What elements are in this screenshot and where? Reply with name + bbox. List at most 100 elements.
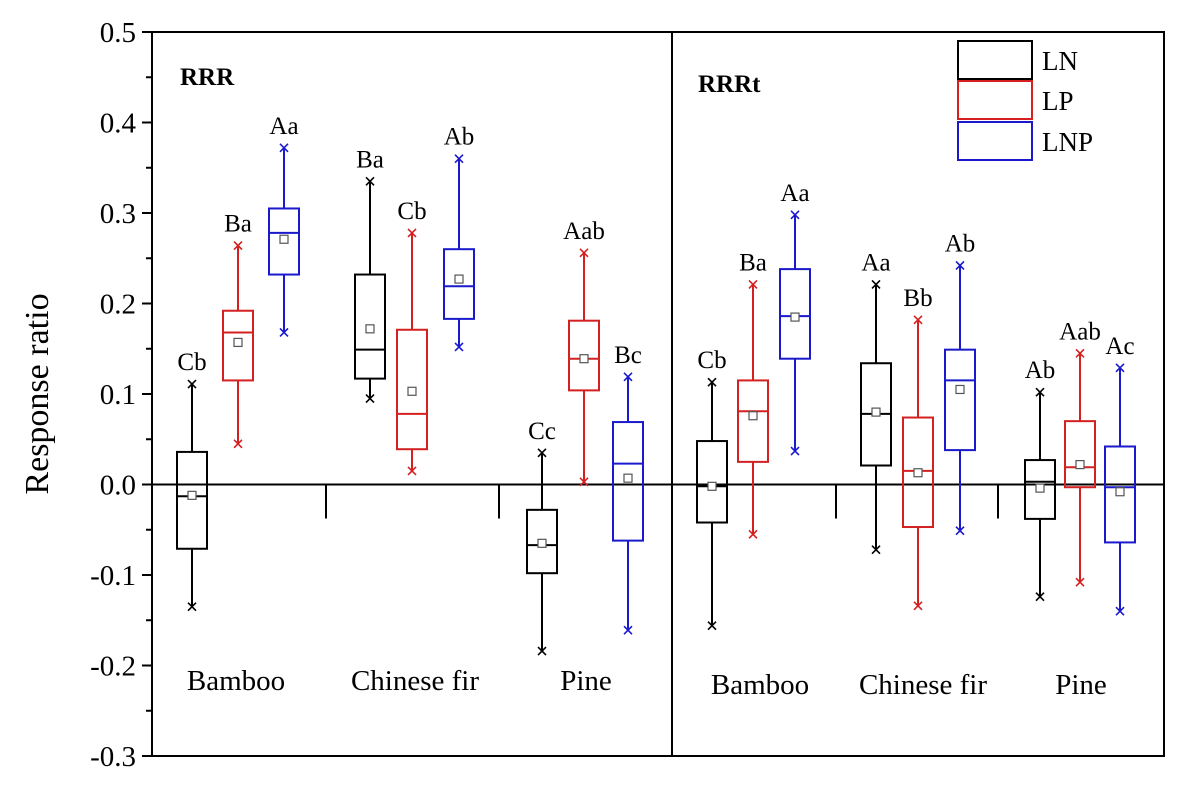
iqr-box — [526, 508, 558, 575]
axes-layer — [142, 31, 1165, 757]
mean-marker — [871, 407, 881, 417]
significance-label: Aab — [1059, 318, 1101, 345]
legend-label: LN — [1042, 46, 1078, 76]
significance-label: Ab — [1025, 357, 1056, 384]
mean-marker — [955, 384, 965, 395]
box-ln — [354, 176, 386, 404]
max-marker — [454, 154, 464, 164]
panel-title: RRR — [180, 64, 235, 91]
significance-label: Bb — [903, 285, 932, 312]
category-label: Bamboo — [187, 665, 285, 697]
max-marker — [790, 210, 800, 220]
iqr-box — [902, 416, 934, 529]
iqr-box — [222, 309, 254, 382]
min-marker — [187, 602, 197, 612]
mean-marker — [707, 481, 717, 491]
significance-label: Cb — [177, 349, 206, 376]
max-marker — [187, 379, 197, 389]
legend-swatch — [957, 80, 1033, 120]
mean-marker — [407, 386, 417, 396]
box-lnp — [944, 260, 976, 536]
mean-marker — [454, 274, 464, 284]
min-marker — [871, 545, 881, 555]
min-marker — [279, 327, 289, 338]
max-marker — [407, 228, 417, 238]
min-marker — [233, 439, 243, 449]
mean-marker — [279, 234, 289, 244]
iqr-box — [1064, 420, 1096, 489]
marks-layer — [176, 143, 1136, 656]
max-marker — [955, 260, 965, 271]
max-marker — [365, 176, 375, 186]
max-marker — [1075, 348, 1085, 358]
category-label: Bamboo — [711, 669, 809, 701]
box-lp — [568, 248, 600, 487]
mean-marker — [623, 473, 633, 483]
category-label: Pine — [560, 665, 612, 697]
y-tick-label: -0.1 — [90, 560, 136, 592]
iqr-box — [396, 328, 428, 451]
min-marker — [1115, 606, 1125, 616]
max-marker — [748, 279, 758, 290]
significance-label: Cb — [697, 347, 726, 374]
significance-label: Ac — [1105, 333, 1134, 360]
legend-item-ln: LN — [957, 40, 1078, 80]
significance-label: Ba — [356, 146, 384, 173]
iqr-box — [354, 273, 386, 380]
box-lnp — [268, 143, 300, 338]
significance-label: Ba — [739, 249, 767, 276]
box-lnp — [443, 154, 475, 352]
max-marker — [623, 372, 633, 382]
y-tick-label: -0.2 — [90, 651, 136, 683]
mean-marker — [365, 324, 375, 334]
box-ln — [860, 279, 892, 555]
iqr-box — [944, 348, 976, 452]
legend-item-lnp: LNP — [957, 121, 1093, 161]
max-marker — [279, 143, 289, 153]
legend-item-lp: LP — [957, 80, 1074, 120]
box-lnp — [779, 210, 811, 456]
min-marker — [790, 446, 800, 456]
significance-label: Ba — [224, 211, 252, 238]
significance-label: Cb — [397, 198, 426, 225]
box-lp — [222, 241, 254, 449]
y-tick-label: 0.4 — [100, 108, 137, 140]
max-marker — [537, 448, 547, 458]
significance-label: Aa — [269, 113, 298, 140]
mean-marker — [1075, 459, 1085, 470]
iqr-box — [568, 319, 600, 392]
min-marker — [955, 526, 965, 536]
box-ln — [1024, 387, 1056, 602]
box-lp — [902, 315, 934, 611]
box-lp — [737, 279, 769, 539]
iqr-box — [779, 268, 811, 360]
significance-label: Aa — [861, 249, 890, 276]
y-tick-label: 0.1 — [100, 379, 136, 411]
box-ln — [526, 448, 558, 656]
legend-label: LNP — [1042, 127, 1093, 157]
plot-frame — [151, 31, 1165, 757]
max-marker — [1035, 387, 1045, 397]
box-lp — [396, 228, 428, 476]
category-label: Pine — [1055, 669, 1107, 701]
significance-label: Ab — [444, 124, 475, 151]
min-marker — [537, 646, 547, 656]
iqr-box — [1024, 459, 1056, 520]
significance-label: Bc — [614, 342, 642, 369]
min-marker — [913, 601, 923, 611]
max-marker — [1115, 363, 1125, 373]
iqr-box — [696, 440, 728, 524]
legend-swatch — [957, 40, 1033, 80]
box-ln — [176, 379, 208, 612]
category-label: Chinese fir — [351, 665, 479, 697]
y-tick-label: -0.3 — [90, 741, 136, 773]
mean-marker — [748, 411, 758, 421]
iqr-box — [443, 248, 475, 320]
mean-marker — [790, 312, 800, 322]
min-marker — [365, 393, 375, 404]
significance-label: Ab — [945, 230, 976, 257]
y-axis-label: Response ratio — [19, 293, 56, 494]
min-marker — [454, 342, 464, 352]
mean-marker — [187, 490, 197, 500]
max-marker — [913, 315, 923, 325]
